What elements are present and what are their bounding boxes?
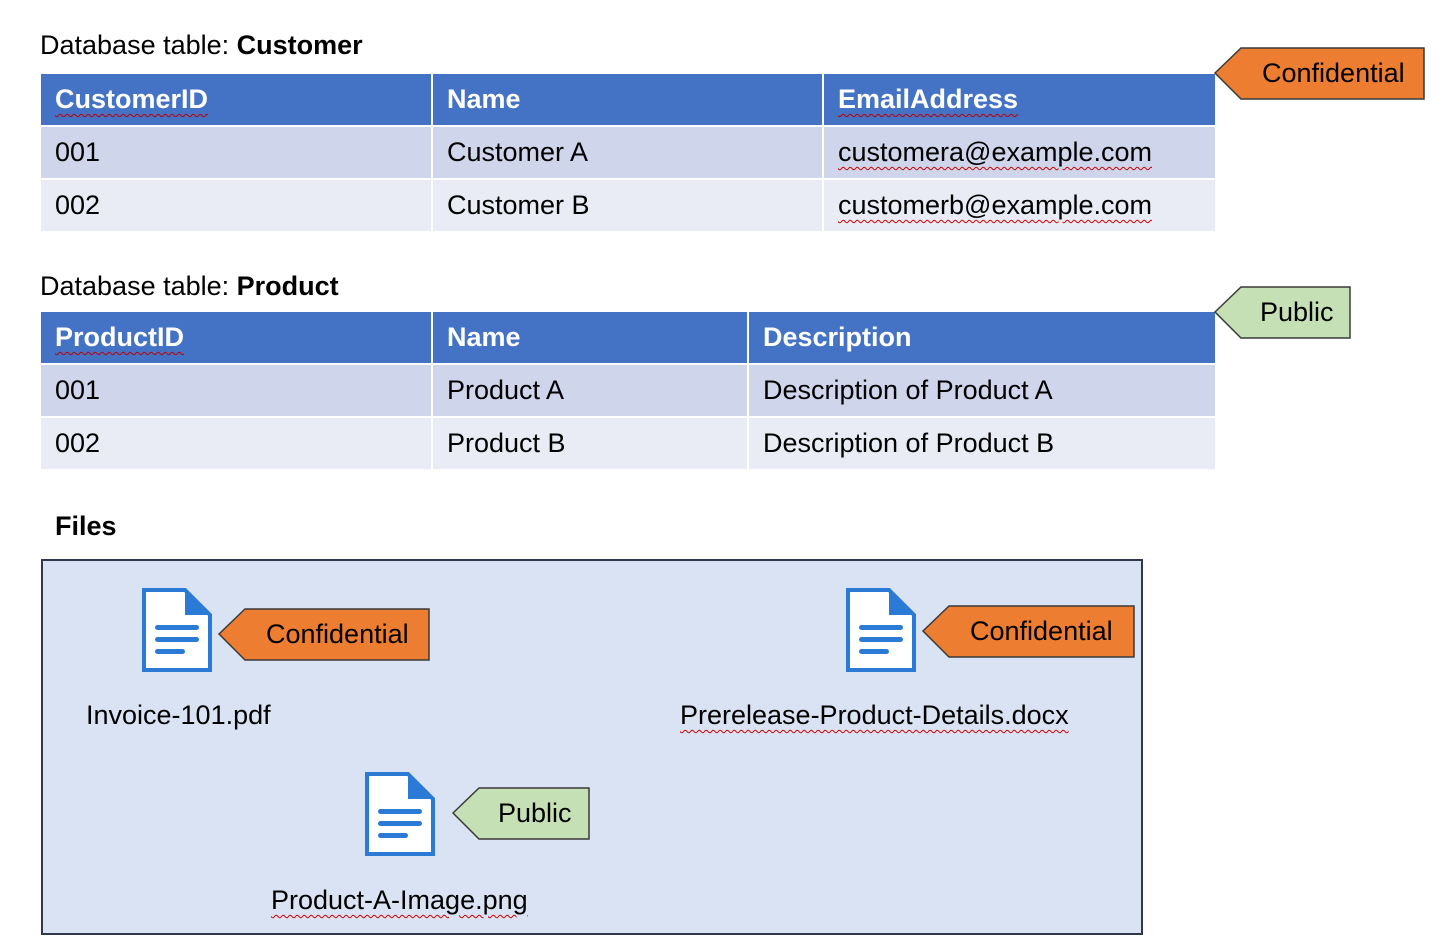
product-table: ProductID Name Description 001 Product A…	[41, 312, 1215, 471]
tag-shape	[1213, 286, 1351, 339]
customer-table: CustomerID Name EmailAddress 001 Custome…	[41, 74, 1215, 233]
document-icon[interactable]	[845, 587, 917, 673]
file-public-label: Public	[451, 787, 594, 840]
table-cell: 001	[41, 126, 433, 180]
document-icon[interactable]	[364, 771, 436, 857]
customer-table-caption: Database table: Customer	[40, 30, 363, 60]
table-cell: Description of Product B	[748, 417, 1215, 471]
table-row: 002 Customer B customerb@example.com	[41, 179, 1215, 233]
table-row: 001 Customer A customera@example.com	[41, 126, 1215, 180]
table-header-row: CustomerID Name EmailAddress	[41, 74, 1215, 127]
product-table-caption: Database table: Product	[40, 271, 339, 301]
table-cell: 002	[41, 179, 433, 233]
column-header: Name	[432, 312, 749, 365]
column-header: ProductID	[41, 312, 433, 365]
customer-confidential-label: Confidential	[1213, 47, 1429, 100]
table-row: 002 Product B Description of Product B	[41, 417, 1215, 471]
file-name[interactable]: Product-A-Image.png	[271, 885, 528, 915]
table-cell: customera@example.com	[823, 126, 1215, 180]
tag-shape	[1213, 47, 1425, 100]
column-header: Name	[432, 74, 824, 127]
table-cell: Customer A	[432, 126, 824, 180]
table-row: 001 Product A Description of Product A	[41, 364, 1215, 418]
file-confidential-label: Confidential	[921, 605, 1139, 658]
table-cell: Product A	[432, 364, 749, 418]
product-public-label: Public	[1213, 286, 1355, 339]
table-cell: Description of Product A	[748, 364, 1215, 418]
table-cell: customerb@example.com	[823, 179, 1215, 233]
column-header: EmailAddress	[823, 74, 1215, 127]
table-cell: 002	[41, 417, 433, 471]
column-header: CustomerID	[41, 74, 433, 127]
file-confidential-label: Confidential	[217, 608, 434, 661]
customer-table-name: Customer	[236, 30, 363, 60]
column-header: Description	[748, 312, 1215, 365]
files-title: Files	[55, 511, 117, 541]
table-cell: Product B	[432, 417, 749, 471]
document-icon[interactable]	[141, 587, 213, 673]
tag-shape	[217, 608, 430, 661]
table-cell: Customer B	[432, 179, 824, 233]
table-header-row: ProductID Name Description	[41, 312, 1215, 365]
tag-shape	[451, 787, 590, 840]
file-name[interactable]: Invoice-101.pdf	[86, 700, 271, 730]
file-name[interactable]: Prerelease-Product-Details.docx	[680, 700, 1069, 730]
tag-shape	[921, 605, 1135, 658]
table-cell: 001	[41, 364, 433, 418]
product-table-name: Product	[236, 271, 339, 301]
